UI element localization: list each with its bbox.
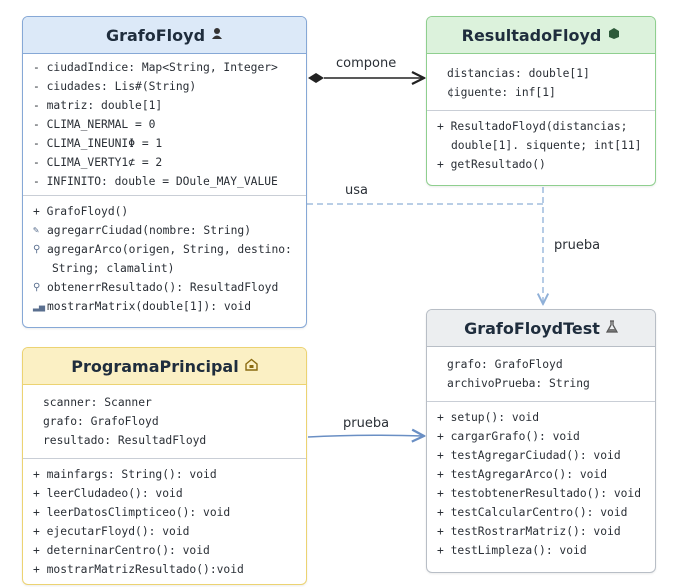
class-grafo-floyd-test[interactable]: GrafoFloydTest grafo: GrafoFloyd archivo…	[426, 309, 656, 573]
compone-connector	[308, 73, 424, 83]
class-header: GrafoFloydTest	[427, 310, 655, 347]
class-header: GrafoFloyd	[23, 17, 306, 54]
method: + testobtenerResultado(): void	[437, 487, 642, 500]
methods-section: + mainfargs: String(): void + leerCludad…	[23, 458, 306, 583]
attribute: - CLIMA_NERMAL = 0	[33, 118, 156, 131]
method: ✎ agregarrCiudad(nombre: String)	[33, 221, 298, 240]
attributes-section: - ciudadIndice: Map<String, Integer> - c…	[23, 54, 306, 195]
methods-section: + ResultadoFloyd(distancias; double[1]. …	[427, 110, 655, 178]
search-icon: ⚲	[33, 244, 41, 255]
method: + GrafoFloyd()	[33, 205, 129, 218]
home-icon	[245, 358, 258, 375]
method-continuation: double[1]. siquente; int[11]	[451, 139, 642, 152]
class-resultado-floyd[interactable]: ResultadoFloyd distancias: double[1] ¢ig…	[426, 16, 656, 186]
method: + getResultado()	[437, 158, 546, 171]
class-name: ResultadoFloyd	[461, 25, 602, 45]
method: + mostrarMatrizResultado():void	[33, 563, 244, 576]
attribute: - INFINITO: double = DOule_MAY_VALUE	[33, 175, 278, 188]
class-name: GrafoFloyd	[105, 25, 206, 45]
class-header: ResultadoFloyd	[427, 17, 655, 54]
pencil-icon: ✎	[33, 225, 40, 236]
attribute: - CLIMA_INEUNIΦ = 1	[33, 137, 163, 150]
method: + testLimpleza(): void	[437, 544, 587, 557]
attribute: grafo: GrafoFloyd	[43, 415, 159, 428]
usa-label: usa	[345, 183, 368, 198]
method: + cargarGrafo(): void	[437, 430, 580, 443]
methods-section: + GrafoFloyd() ✎ agregarrCiudad(nombre: …	[23, 195, 306, 320]
method: + setup(): void	[437, 411, 540, 424]
search-icon: ⚲	[33, 282, 41, 293]
attributes-section: scanner: Scanner grafo: GrafoFloyd resul…	[23, 385, 306, 458]
prueba-horizontal-label: prueba	[343, 416, 390, 431]
method: + mainfargs: String(): void	[33, 468, 217, 481]
attribute: ¢iguente: inf[1]	[447, 86, 556, 99]
method: + ResultadoFloyd(distancias;	[437, 120, 628, 133]
method: + testRostrarMatriz(): void	[437, 525, 621, 538]
attributes-section: grafo: GrafoFloyd archivoPrueba: String	[427, 347, 655, 401]
method: + testAgregarCiudad(): void	[437, 449, 621, 462]
attribute: distancias: double[1]	[447, 67, 590, 80]
attribute: scanner: Scanner	[43, 396, 152, 409]
method-continuation: String; clamalint)	[52, 262, 175, 275]
prueba-horizontal-connector	[307, 435, 424, 437]
person-icon	[211, 27, 223, 44]
attribute: - ciudadIndice: Map<String, Integer>	[33, 61, 278, 74]
attribute: - ciudades: Lis#(String)	[33, 80, 197, 93]
method: + testAgregarArco(): void	[437, 468, 608, 481]
method: ⚲ agregarArco(origen, String, destino:	[33, 240, 298, 259]
attribute: archivoPrueba: String	[447, 377, 590, 390]
prueba-vertical-label: prueba	[554, 238, 601, 253]
attribute: - CLIMA_VERTY1⊄ = 2	[33, 156, 163, 169]
class-programa-principal[interactable]: ProgramaPrincipal scanner: Scanner grafo…	[22, 347, 307, 585]
attribute: resultado: ResultadFloyd	[43, 434, 207, 447]
method: + testCalcularCentro(): void	[437, 506, 628, 519]
box-icon	[607, 27, 620, 44]
class-header: ProgramaPrincipal	[23, 348, 306, 385]
bars-icon: ▂▄	[33, 301, 46, 312]
method: + leerDatosClimpticeo(): void	[33, 506, 231, 519]
method: + ejecutarFloyd(): void	[33, 525, 190, 538]
attribute: - matriz: double[1]	[33, 99, 163, 112]
method: ⚲ obtenerrResultado(): ResultadFloyd	[33, 278, 298, 297]
methods-section: + setup(): void + cargarGrafo(): void + …	[427, 401, 655, 564]
class-name: GrafoFloydTest	[464, 318, 600, 338]
method: + leerCludadeo(): void	[33, 487, 183, 500]
compone-label: compone	[336, 56, 397, 71]
method: ▂▄ mostrarMatrix(double[1]): void	[33, 297, 298, 316]
attributes-section: distancias: double[1] ¢iguente: inf[1]	[427, 54, 655, 110]
attribute: grafo: GrafoFloyd	[447, 358, 563, 371]
class-grafo-floyd[interactable]: GrafoFloyd - ciudadIndice: Map<String, I…	[22, 16, 307, 328]
method: + deterninarCentro(): void	[33, 544, 210, 557]
flask-icon	[605, 319, 619, 337]
class-name: ProgramaPrincipal	[71, 356, 239, 376]
